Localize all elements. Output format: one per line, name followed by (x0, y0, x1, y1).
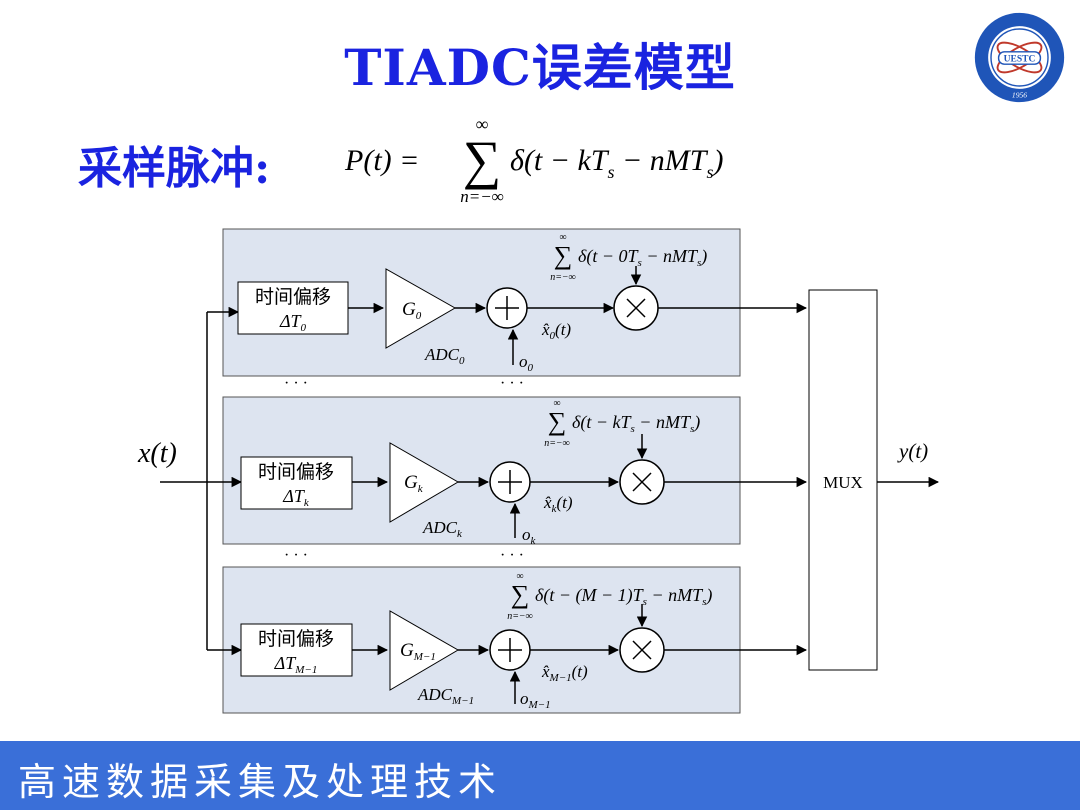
svg-text:ok: ok (522, 525, 537, 547)
svg-text:δ(t − (M − 1)Ts − nMTs): δ(t − (M − 1)Ts − nMTs) (535, 585, 712, 608)
svg-text:∞: ∞ (559, 232, 566, 243)
mux-label: MUX (823, 473, 863, 492)
svg-text:oM−1: oM−1 (520, 689, 551, 711)
svg-text:n=−∞: n=−∞ (544, 438, 570, 449)
svg-text:∑: ∑ (554, 241, 573, 270)
svg-text:n=−∞: n=−∞ (550, 272, 576, 283)
formula-sum-bottom: n=−∞ (460, 187, 504, 206)
svg-text:x̂0(t): x̂0(t) (541, 320, 571, 342)
formula-mid: − nMT (615, 144, 709, 177)
svg-text:ΔTk: ΔTk (282, 486, 310, 509)
tiadc-block-diagram: x(t) 时间偏移 ΔT0 G0 ADC0 o0 x̂0(t) ∞ ∑ n=−∞… (137, 228, 940, 714)
svg-text:ADCk: ADCk (422, 518, 463, 540)
svg-text:ΔTM−1: ΔTM−1 (274, 653, 318, 676)
formula-end: ) (711, 144, 723, 177)
uestc-seal-icon: UESTC 1956 (974, 12, 1065, 103)
footer-bar: 高速数据采集及处理技术 (0, 741, 1080, 810)
svg-text:GM−1: GM−1 (400, 640, 436, 663)
svg-text:δ(t − 0Ts − nMTs): δ(t − 0Ts − nMTs) (578, 246, 707, 269)
formula-sub2: s (706, 162, 713, 182)
svg-text:∞: ∞ (553, 398, 560, 409)
sampling-formula: P(t) = ∞ ∑ n=−∞ δ(t − kTs − nMTs) (344, 114, 723, 206)
ellipsis-1a: · · · (284, 375, 308, 392)
channel-m-minus-1: 时间偏移 ΔTM−1 GM−1 ADCM−1 oM−1 x̂M−1(t) ∞ ∑… (240, 571, 808, 711)
svg-text:G0: G0 (402, 299, 422, 322)
svg-text:Gk: Gk (404, 472, 424, 495)
gain-triangle-m1 (389, 610, 459, 691)
output-label: y(t) (897, 439, 928, 463)
delay-block-0 (237, 281, 349, 335)
delay-block-k (240, 456, 353, 510)
svg-text:x̂M−1(t): x̂M−1(t) (541, 662, 588, 684)
mux-block (808, 289, 878, 671)
sampling-pulse-label: 采样脉冲: (78, 143, 271, 194)
svg-text:∞: ∞ (516, 571, 523, 582)
svg-text:δ(t − kTs − nMTs): δ(t − kTs − nMTs) (510, 144, 723, 182)
svg-text:时间偏移: 时间偏移 (255, 286, 331, 308)
svg-text:o0: o0 (519, 352, 534, 374)
formula-lhs: P(t) = (344, 144, 419, 177)
formula-sub: s (608, 162, 615, 182)
formula-body: δ(t − kT (510, 144, 610, 177)
gain-triangle-k (389, 442, 459, 523)
ellipsis-1b: · · · (500, 375, 524, 392)
svg-text:ADC0: ADC0 (424, 345, 465, 367)
input-label: x(t) (137, 438, 177, 469)
ellipsis-2a: · · · (284, 547, 308, 564)
svg-text:时间偏移: 时间偏移 (258, 628, 334, 650)
page-title: TIADC误差模型 (344, 38, 736, 97)
channel-k: 时间偏移 ΔTk Gk ADCk ok x̂k(t) ∞ ∑ n=−∞ δ(t … (240, 398, 808, 547)
ellipsis-2b: · · · (500, 547, 524, 564)
svg-text:时间偏移: 时间偏移 (258, 461, 334, 483)
logo-year: 1956 (1012, 90, 1027, 99)
channel-0: 时间偏移 ΔT0 G0 ADC0 o0 x̂0(t) ∞ ∑ n=−∞ δ(t … (237, 232, 808, 374)
svg-text:ΔT0: ΔT0 (279, 311, 307, 334)
svg-text:ADCM−1: ADCM−1 (417, 685, 474, 707)
logo-center-text: UESTC (1004, 54, 1036, 64)
svg-text:x̂k(t): x̂k(t) (543, 493, 573, 515)
sigma-icon: ∑ (463, 130, 502, 190)
formula-sum-top: ∞ (476, 114, 489, 134)
svg-text:∑: ∑ (511, 580, 530, 609)
svg-text:∑: ∑ (548, 407, 567, 436)
svg-text:n=−∞: n=−∞ (507, 611, 533, 622)
course-title: 高速数据采集及处理技术 (18, 760, 503, 804)
svg-text:δ(t − kTs − nMTs): δ(t − kTs − nMTs) (572, 412, 700, 435)
gain-triangle-0 (385, 268, 457, 349)
